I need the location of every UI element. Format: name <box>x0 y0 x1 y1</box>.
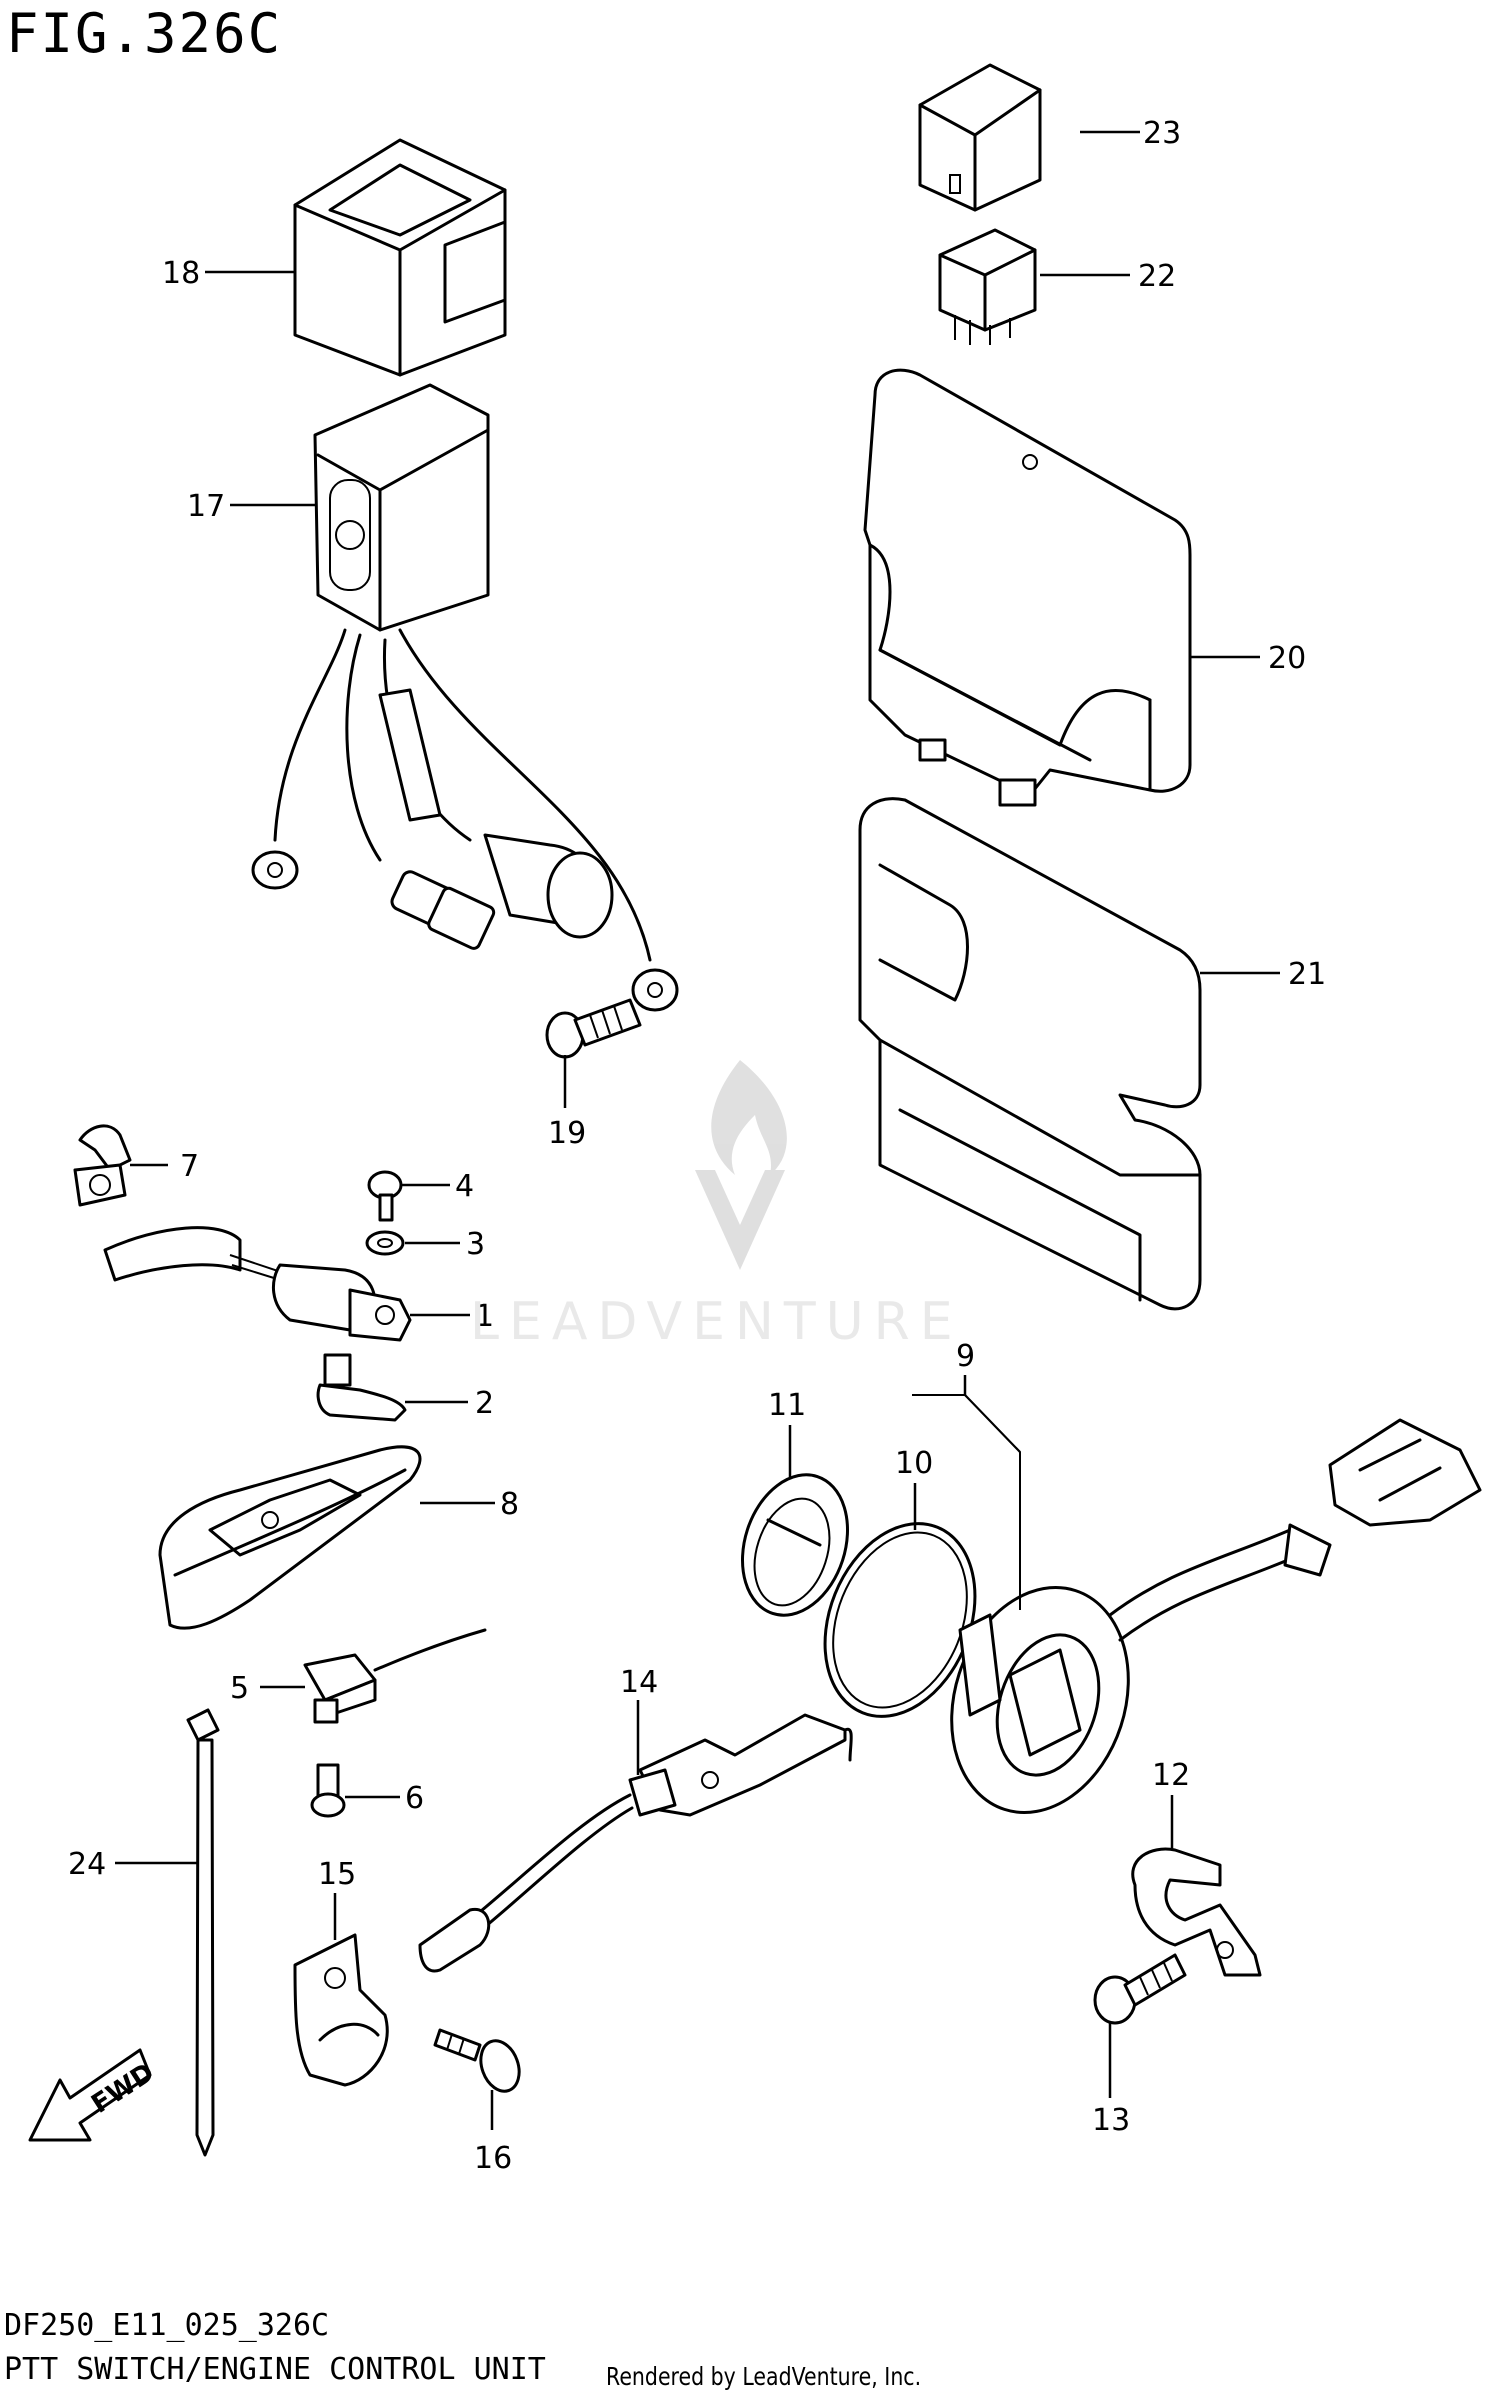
part-17-rectifier <box>251 383 679 1012</box>
part-18-cap <box>293 138 507 377</box>
part-6-screw <box>310 1763 346 1818</box>
part-3-washer <box>365 1230 405 1256</box>
part-5-sensor <box>303 1628 487 1724</box>
callout-labels: 23 22 18 17 20 21 19 7 4 3 1 2 8 5 6 24 … <box>68 116 1326 2176</box>
callout-20: 20 <box>1268 641 1306 676</box>
part-23-relay <box>918 63 1042 212</box>
part-11-ring-bracket <box>740 1473 850 1617</box>
callout-19: 19 <box>548 1116 586 1151</box>
callout-13: 13 <box>1092 2103 1130 2138</box>
part-2-holder <box>316 1353 407 1422</box>
fwd-direction-arrow: FWD <box>28 2048 160 2142</box>
callout-2: 2 <box>475 1386 494 1421</box>
part-21-cover <box>858 797 1202 1311</box>
part-13-bolt <box>1093 1953 1187 2025</box>
callout-7: 7 <box>180 1149 199 1184</box>
part-8-tray <box>158 1445 422 1630</box>
callout-10: 10 <box>895 1446 933 1481</box>
callout-17: 17 <box>187 489 225 524</box>
callout-21: 21 <box>1288 957 1326 992</box>
flame-logo-icon <box>695 1060 787 1270</box>
part-14-switch <box>418 1713 853 1973</box>
callout-8: 8 <box>500 1487 519 1522</box>
callout-12: 12 <box>1152 1758 1190 1793</box>
watermark-text: LEADVENTURE <box>470 1292 963 1352</box>
part-4-screw <box>367 1170 403 1222</box>
part-12-clamp <box>1131 1847 1262 1977</box>
callout-23: 23 <box>1143 116 1181 151</box>
part-20-ecu <box>863 368 1192 807</box>
part-7-clip <box>73 1124 132 1207</box>
part-10-o-ring <box>823 1522 977 1718</box>
leader-lines <box>115 130 1280 2130</box>
callout-5: 5 <box>230 1671 249 1706</box>
callout-14: 14 <box>620 1665 658 1700</box>
callout-1: 1 <box>475 1299 494 1334</box>
diagram-title: PTT SWITCH/ENGINE CONTROL UNIT <box>4 2352 546 2387</box>
callout-4: 4 <box>455 1169 474 1204</box>
part-24-cable-tie <box>186 1708 220 2157</box>
part-16-screw <box>433 2028 521 2093</box>
callout-18: 18 <box>162 256 200 291</box>
part-19-bolt <box>545 998 642 1059</box>
callout-6: 6 <box>405 1781 424 1816</box>
part-22-relay <box>938 228 1037 345</box>
part-9-harness <box>950 1418 1482 1814</box>
part-15-clamp <box>293 1933 389 2087</box>
render-credit: Rendered by LeadVenture, Inc. <box>606 2362 922 2391</box>
callout-16: 16 <box>474 2141 512 2176</box>
callout-22: 22 <box>1138 259 1176 294</box>
part-1-ptt-switch <box>103 1226 412 1342</box>
callout-3: 3 <box>466 1227 485 1262</box>
callout-24: 24 <box>68 1847 106 1882</box>
callout-11: 11 <box>768 1388 806 1423</box>
callout-9: 9 <box>956 1339 975 1374</box>
figure-title: FIG.326C <box>6 2 283 65</box>
diagram-code: DF250_E11_025_326C <box>4 2308 330 2343</box>
callout-15: 15 <box>318 1857 356 1892</box>
